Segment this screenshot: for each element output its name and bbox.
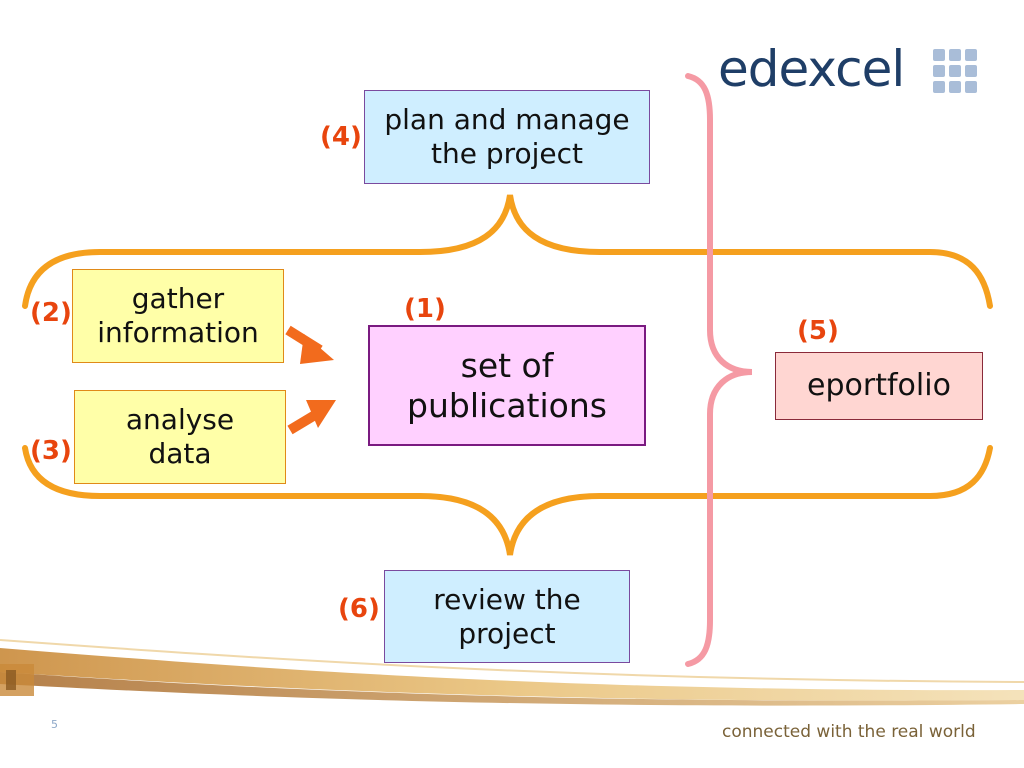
logo-grid-icon	[933, 49, 977, 93]
review-box-line-2: project	[458, 616, 556, 650]
set-box-line-2: publications	[407, 385, 607, 425]
footer-tagline: connected with the real world	[722, 722, 976, 742]
review-box-line-1: review the	[433, 582, 581, 616]
analyse-box-line-1: analyse	[125, 403, 235, 437]
eportfolio-box: eportfolio	[775, 352, 983, 420]
edexcel-logo: edexcel	[718, 40, 905, 98]
pink-brace	[685, 73, 753, 667]
top-brace	[22, 194, 993, 309]
gather-box-line-2: information	[97, 316, 259, 349]
step-number-2: (2)	[30, 298, 72, 328]
set-box-line-1: set of	[460, 345, 554, 385]
step-number-5: (5)	[797, 316, 839, 346]
bottom-brace	[22, 445, 993, 556]
step-number-1: (1)	[404, 294, 446, 324]
arrow-gather	[285, 325, 334, 364]
plan-box-line-1: plan and manage	[384, 103, 630, 137]
set-of-publications-box: set of publications	[368, 325, 646, 446]
step-number-4: (4)	[320, 122, 362, 152]
arrow-analyse	[287, 400, 336, 435]
plan-box-line-2: the project	[430, 137, 584, 170]
footer-swoosh	[0, 639, 1024, 706]
step-number-6: (6)	[338, 594, 380, 624]
step-number-3: (3)	[30, 436, 72, 466]
slide-number: 5	[51, 718, 58, 731]
gather-box-line-1: gather	[131, 282, 225, 316]
eportfolio-box-label: eportfolio	[807, 368, 951, 403]
gather-information-box: gather information	[72, 269, 284, 363]
plan-and-manage-box: plan and manage the project	[364, 90, 650, 184]
analyse-box-line-2: data	[148, 437, 212, 470]
review-the-project-box: review the project	[384, 570, 630, 663]
analyse-data-box: analyse data	[74, 390, 286, 484]
